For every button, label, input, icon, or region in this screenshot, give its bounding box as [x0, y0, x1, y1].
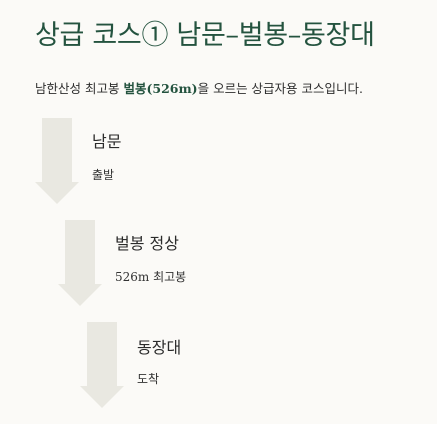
step-name-1: 남문 [92, 132, 122, 151]
page-title: 상급 코스① 남문–벌봉–동장대 [35, 20, 375, 51]
arrow-down-icon [87, 322, 117, 386]
arrow-head-icon [80, 386, 124, 408]
step-desc-2: 526m 최고봉 [115, 270, 187, 284]
intro-highlight-peak: 벌봉(526m) [123, 81, 198, 96]
arrow-down-icon [42, 118, 72, 182]
step-arrow-1 [35, 118, 79, 206]
intro-text-before: 남한산성 최고봉 [35, 81, 124, 96]
arrow-head-icon [58, 284, 102, 306]
arrow-down-icon [65, 220, 95, 284]
intro-text-after: 을 오르는 상급자용 코스입니다. [197, 81, 364, 96]
step-name-2: 벌봉 정상 [115, 234, 179, 253]
step-desc-1: 출발 [92, 168, 115, 182]
course-intro: 남한산성 최고봉 벌봉(526m)을 오르는 상급자용 코스입니다. [35, 80, 363, 98]
step-arrow-3 [80, 322, 124, 410]
step-desc-3: 도착 [137, 372, 160, 386]
step-arrow-2 [58, 220, 102, 308]
step-name-3: 동장대 [137, 338, 182, 357]
arrow-head-icon [35, 182, 79, 204]
